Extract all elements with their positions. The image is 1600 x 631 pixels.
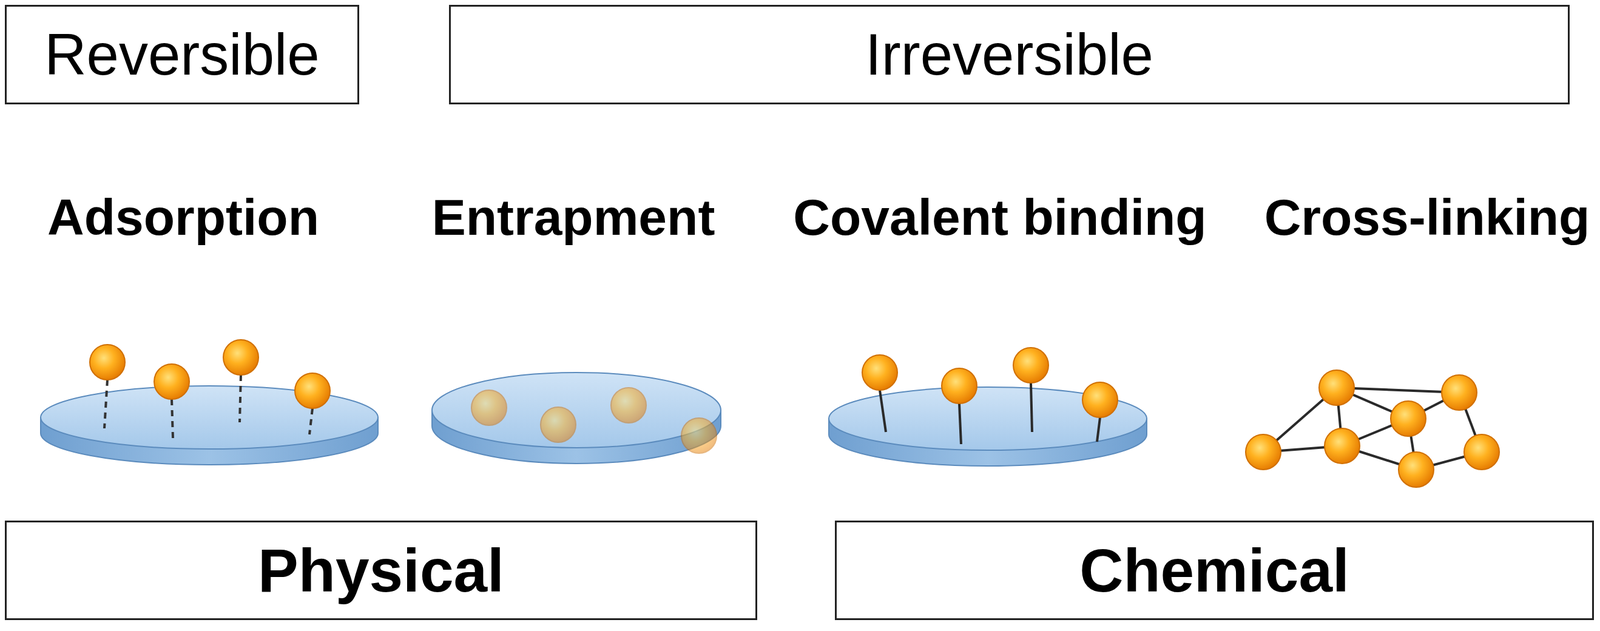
enzymes xyxy=(862,347,1118,418)
entrapment-figure xyxy=(432,372,721,464)
method-label: Covalent binding xyxy=(793,189,1207,246)
enzyme xyxy=(1398,452,1434,488)
method-label: Adsorption xyxy=(47,189,320,246)
enzyme xyxy=(610,387,647,423)
enzyme xyxy=(540,407,576,443)
enzyme xyxy=(1390,401,1426,437)
enzyme xyxy=(154,364,190,400)
enzyme xyxy=(471,390,507,426)
weak-bond xyxy=(171,399,173,439)
box-label: Irreversible xyxy=(865,22,1154,87)
entrapped-enzymes xyxy=(471,387,717,454)
covalent-bond xyxy=(1097,417,1101,442)
enzyme xyxy=(681,418,717,454)
method-label: Cross-linking xyxy=(1264,189,1591,246)
covalent-bond xyxy=(1030,382,1033,433)
covalent-bonds xyxy=(879,382,1101,445)
dish-top xyxy=(432,372,721,448)
enzyme xyxy=(1324,428,1360,464)
enzyme xyxy=(862,354,898,391)
covalent-figure xyxy=(828,347,1147,466)
weak-bond xyxy=(239,374,241,423)
weak-bonds xyxy=(104,374,313,439)
category-box: Chemical xyxy=(834,520,1594,621)
category-box: Physical xyxy=(4,520,758,621)
enzyme xyxy=(1441,374,1477,411)
covalent-bond xyxy=(959,403,962,445)
weak-bond xyxy=(309,408,313,435)
weak-bond xyxy=(104,379,108,429)
box-label: Chemical xyxy=(1079,536,1350,604)
enzyme xyxy=(294,373,331,409)
adsorption-figure xyxy=(40,339,379,465)
category-box: Irreversible xyxy=(448,4,1570,105)
enzyme xyxy=(223,339,259,375)
enzyme xyxy=(1319,370,1355,406)
crosslink-figure xyxy=(1245,370,1500,488)
enzyme xyxy=(941,368,977,404)
enzymes xyxy=(1245,370,1500,488)
enzyme xyxy=(1082,382,1118,418)
cross-link xyxy=(1336,387,1460,393)
box-label: Physical xyxy=(257,536,505,604)
box-label: Reversible xyxy=(44,22,320,87)
method-label: Entrapment xyxy=(432,189,716,246)
enzyme xyxy=(1013,347,1049,383)
enzymes xyxy=(89,339,331,409)
enzyme xyxy=(1464,434,1500,470)
covalent-bond xyxy=(879,390,886,433)
enzyme xyxy=(1245,434,1281,470)
enzyme xyxy=(89,344,125,380)
category-box: Reversible xyxy=(4,4,360,105)
